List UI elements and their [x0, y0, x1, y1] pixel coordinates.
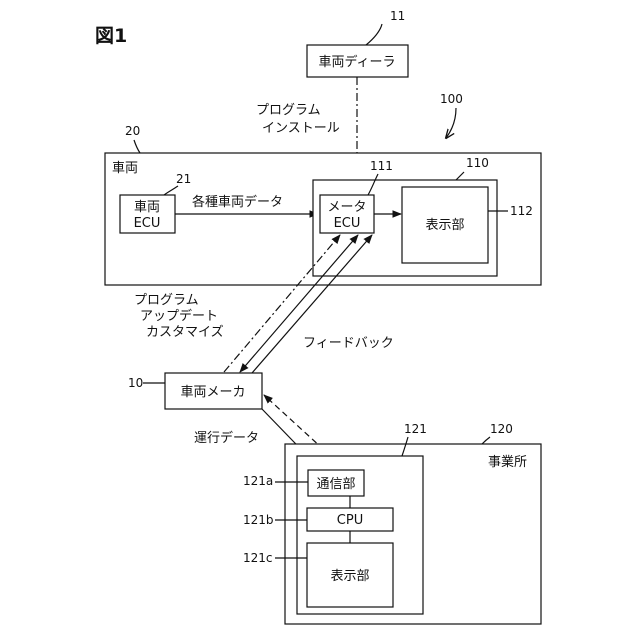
feedback-label: フィードバック — [303, 336, 394, 351]
maker-label: 車両メーカ — [180, 385, 245, 400]
system-ref: 100 — [440, 92, 463, 106]
system-ref-arrow — [446, 108, 456, 138]
comm-label: 通信部 — [316, 477, 355, 492]
dealer-leader — [366, 24, 382, 45]
operation-label: 運行データ — [194, 430, 259, 446]
update-label-line1: プログラム — [134, 293, 199, 308]
vehicle-label: 車両 — [112, 161, 138, 176]
office-leader — [482, 437, 490, 444]
cpu-label: CPU — [337, 513, 363, 528]
office-block: 事業所 120 121 通信部 121a CPU 121b 表示部 121c — [243, 422, 541, 624]
meter-unit-ref: 110 — [466, 156, 489, 170]
vehicle-ecu-ref: 21 — [176, 172, 191, 186]
dealer-label: 車両ディーラ — [318, 54, 395, 70]
update-label-line2: アップデート — [140, 308, 218, 324]
meter-ecu-line2: ECU — [334, 216, 361, 231]
vehicle-ecu-line2: ECU — [134, 216, 161, 231]
terminal-ref: 121 — [404, 422, 427, 436]
meter-ecu-ref: 111 — [370, 159, 393, 173]
vehicle-data-label: 各種車両データ — [192, 194, 283, 210]
dealer-block: 車両ディーラ 11 — [307, 9, 408, 77]
comm-ref: 121a — [243, 474, 273, 488]
vehicle-block: 車両 20 車両 ECU 21 各種車両データ 110 メータ ECU 111 … — [105, 124, 541, 285]
figure-title: 図1 — [95, 25, 127, 47]
install-label-line2: インストール — [262, 121, 340, 136]
meter-ecu-line1: メータ — [327, 200, 366, 215]
meter-display-label: 表示部 — [425, 218, 464, 233]
vehicle-leader — [134, 140, 140, 153]
dealer-ref: 11 — [390, 9, 405, 23]
cpu-ref: 121b — [243, 513, 274, 527]
install-label-line1: プログラム — [256, 103, 321, 118]
office-display-ref: 121c — [243, 551, 273, 565]
maker-ref: 10 — [128, 376, 143, 390]
office-label: 事業所 — [488, 454, 527, 470]
vehicle-ref: 20 — [125, 124, 140, 138]
update-label-line3: カスタマイズ — [146, 324, 224, 340]
maker-block: 車両メーカ 10 — [128, 373, 262, 409]
vehicle-ecu-line1: 車両 — [134, 200, 160, 215]
office-display-label: 表示部 — [330, 569, 369, 584]
office-ref: 120 — [490, 422, 513, 436]
meter-display-ref: 112 — [510, 204, 533, 218]
